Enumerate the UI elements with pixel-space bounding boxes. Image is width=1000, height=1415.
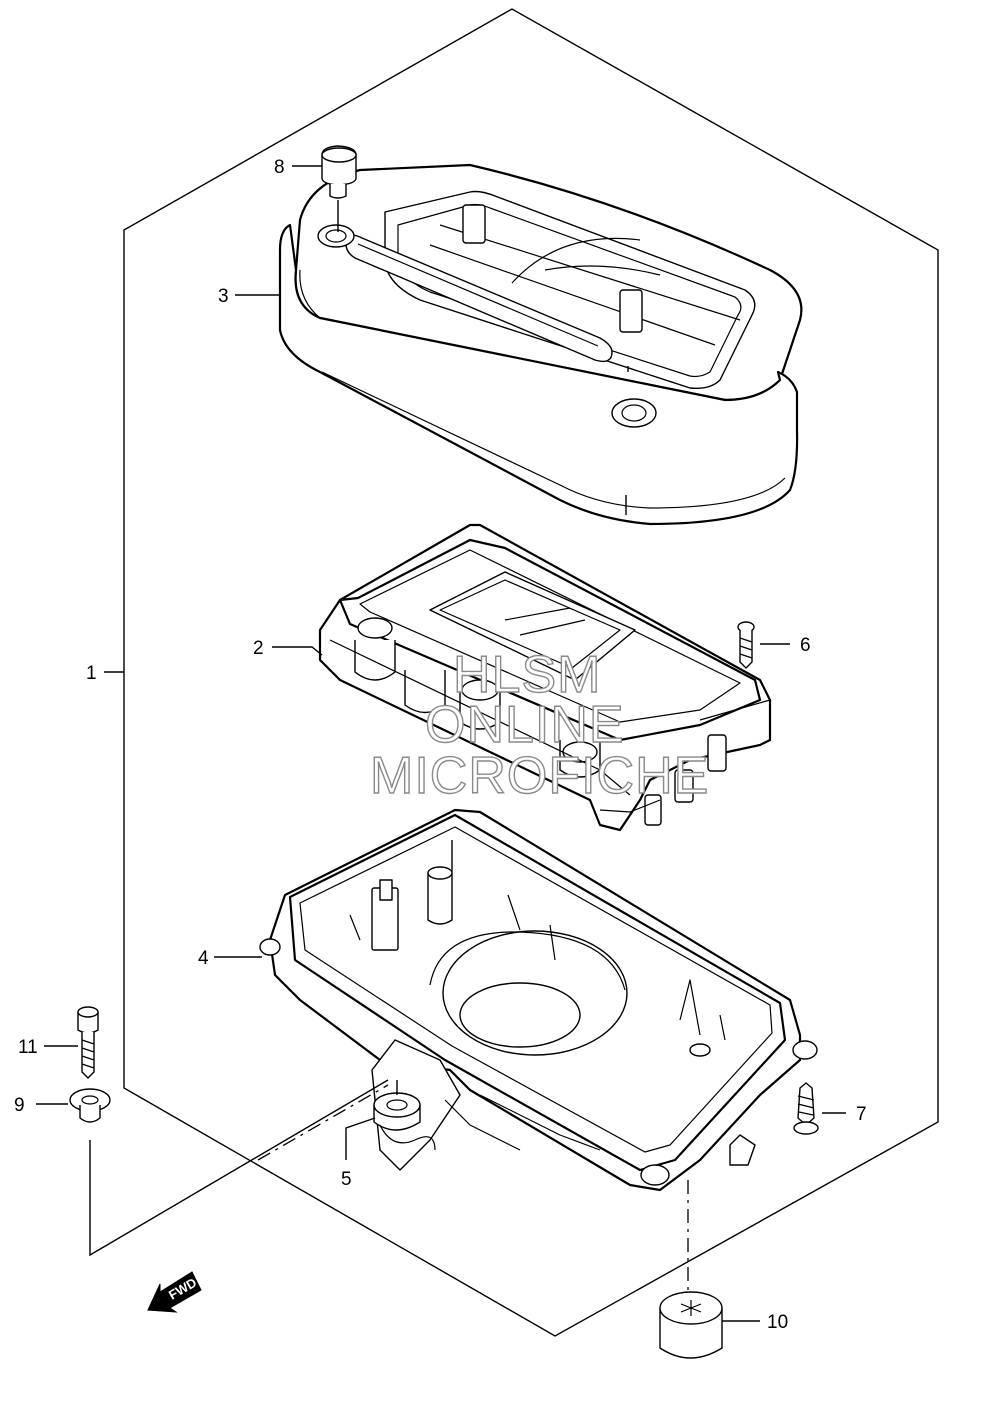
assembly-line-9-11: [89, 1079, 389, 1257]
watermark-line-2: ONLINE: [425, 696, 625, 754]
callout-7: 7: [856, 1104, 867, 1125]
part-6-screw[interactable]: [737, 621, 755, 669]
part-7-screw[interactable]: [793, 1082, 819, 1135]
part-3-meter-cover[interactable]: [278, 163, 803, 526]
assembly-boundary: [123, 8, 939, 1337]
callout-2: 2: [253, 638, 264, 659]
part-4-meter-case[interactable]: [259, 808, 818, 1192]
part-10-cushion[interactable]: [659, 1291, 723, 1359]
watermark: HLSM ONLINE MICROFICHE: [369, 645, 709, 805]
callout-10: 10: [767, 1312, 788, 1333]
callout-6: 6: [800, 635, 811, 656]
fwd-arrow: FWD: [147, 1271, 202, 1313]
part-9-collar[interactable]: [69, 1088, 111, 1123]
part-8-screw[interactable]: [321, 145, 357, 232]
part-5-grommet[interactable]: [373, 1092, 436, 1151]
callout-1: 1: [86, 663, 97, 684]
callout-5: 5: [341, 1169, 352, 1190]
callout-9: 9: [14, 1095, 25, 1116]
callout-11: 11: [18, 1037, 38, 1058]
callout-3: 3: [218, 286, 229, 307]
part-2-meter-board[interactable]: [318, 523, 772, 832]
assembly-line-9-11-dash: [257, 1084, 389, 1161]
watermark-line-3: MICROFICHE: [370, 747, 709, 805]
callout-8: 8: [274, 157, 285, 178]
watermark-line-1: HLSM: [453, 646, 601, 704]
leader-lines: [36, 165, 846, 1322]
callout-4: 4: [198, 948, 209, 969]
part-11-bolt[interactable]: [77, 1006, 99, 1079]
